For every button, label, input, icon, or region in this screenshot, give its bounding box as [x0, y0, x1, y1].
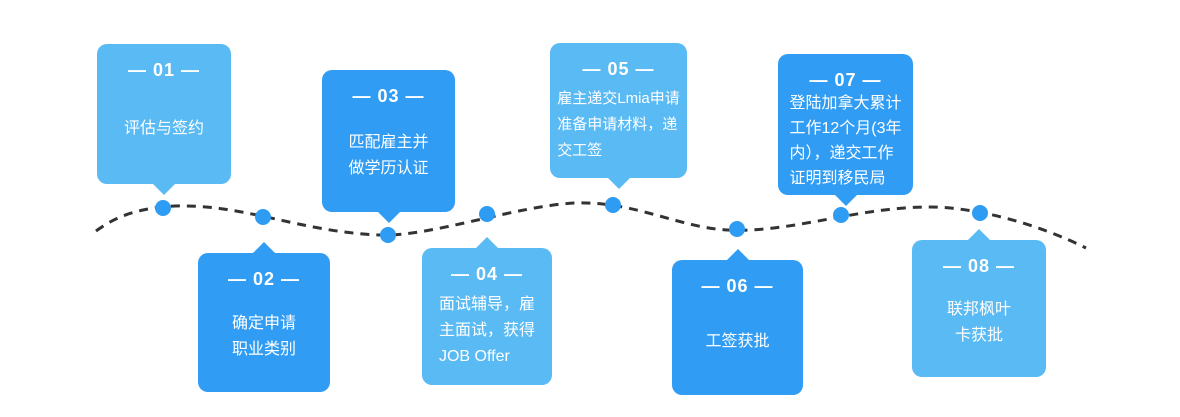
step-bubble-06: — 06 — 工签获批: [672, 249, 803, 395]
bubble-tail-down: [152, 183, 176, 195]
step-01-number: — 01 —: [127, 60, 201, 80]
bubble-tail-up: [475, 237, 499, 249]
step-04-number: — 04 —: [450, 264, 524, 284]
bubble-tail-down: [833, 194, 858, 206]
step-07-description: 登陆加拿大累计 工作12个月(3年 内），递交工作 证明到移民局: [789, 95, 902, 187]
timeline-dot-3: [380, 227, 396, 243]
step-02-number: — 02 —: [227, 269, 301, 289]
step-08-description: 联邦枫叶 卡获批: [946, 301, 1011, 344]
step-02-description: 确定申请 职业类别: [231, 315, 296, 358]
step-01-description: 评估与签约: [123, 119, 204, 137]
bubble-tail-up: [725, 249, 750, 261]
step-bubble-04: — 04 — 面试辅导，雇 主面试，获得 JOB Offer: [422, 237, 552, 385]
step-05-number: — 05 —: [582, 59, 655, 79]
timeline-dashed-path: [95, 201, 1087, 250]
step-03-description: 匹配雇主并 做学历认证: [348, 133, 429, 177]
step-05-description: 雇主递交Lmia申请 准备申请材料，递 交工签: [557, 90, 680, 159]
bubble-tail-down: [376, 211, 401, 223]
timeline-dot-5: [605, 197, 621, 213]
step-08-number: — 08 —: [942, 256, 1016, 276]
timeline-dot-2: [255, 209, 271, 225]
timeline-dot-8: [972, 205, 988, 221]
step-bubble-01: — 01 — 评估与签约: [97, 44, 231, 195]
step-07-number: — 07 —: [809, 70, 882, 90]
step-bubble-07: — 07 — 登陆加拿大累计 工作12个月(3年 内），递交工作 证明到移民局: [778, 54, 913, 206]
step-bubble-08: — 08 — 联邦枫叶 卡获批: [912, 229, 1046, 377]
step-bubble-02: — 02 — 确定申请 职业类别: [198, 242, 330, 392]
bubble-tail-down: [606, 177, 631, 189]
bubble-tail-up: [252, 242, 276, 254]
step-04-description: 面试辅导，雇 主面试，获得 JOB Offer: [438, 296, 535, 365]
step-bubble-05: — 05 — 雇主递交Lmia申请 准备申请材料，递 交工签: [550, 43, 687, 189]
timeline-dot-6: [729, 221, 745, 237]
timeline-dot-4: [479, 206, 495, 222]
bubble-tail-up: [967, 229, 991, 241]
step-bubble-03: — 03 — 匹配雇主并 做学历认证: [322, 70, 455, 223]
step-06-number: — 06 —: [701, 276, 774, 296]
timeline-dot-7: [833, 207, 849, 223]
timeline-dot-1: [155, 200, 171, 216]
step-03-number: — 03 —: [352, 86, 425, 106]
step-06-description: 工签获批: [705, 333, 770, 350]
